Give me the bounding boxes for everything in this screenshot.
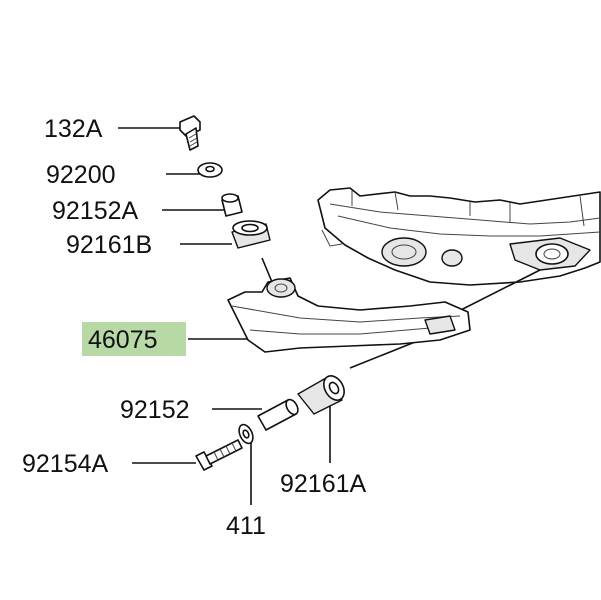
highlight-46075 [82, 322, 186, 356]
damper-92161b [231, 220, 271, 249]
part-labels: 132A 92200 92152A 92161B 46075 92152 921… [22, 115, 367, 540]
collar-92152 [257, 398, 299, 431]
washer-92200 [197, 162, 223, 178]
label-92154a: 92154A [22, 450, 109, 478]
collar-92152a [221, 193, 243, 217]
label-132a: 132A [44, 115, 103, 143]
frame-assembly [317, 187, 601, 286]
label-411: 411 [226, 512, 266, 540]
grab-rail-46075 [227, 277, 471, 353]
washer-411 [238, 423, 254, 445]
label-92200: 92200 [46, 161, 116, 189]
label-46075: 46075 [88, 326, 158, 354]
bolt-132a [179, 115, 201, 151]
label-92152: 92152 [120, 396, 190, 424]
label-92161a: 92161A [280, 470, 367, 498]
damper-92161a [297, 375, 345, 415]
label-92152a: 92152A [52, 197, 139, 225]
label-92161b: 92161B [66, 231, 152, 259]
bolt-92154a [195, 439, 243, 471]
